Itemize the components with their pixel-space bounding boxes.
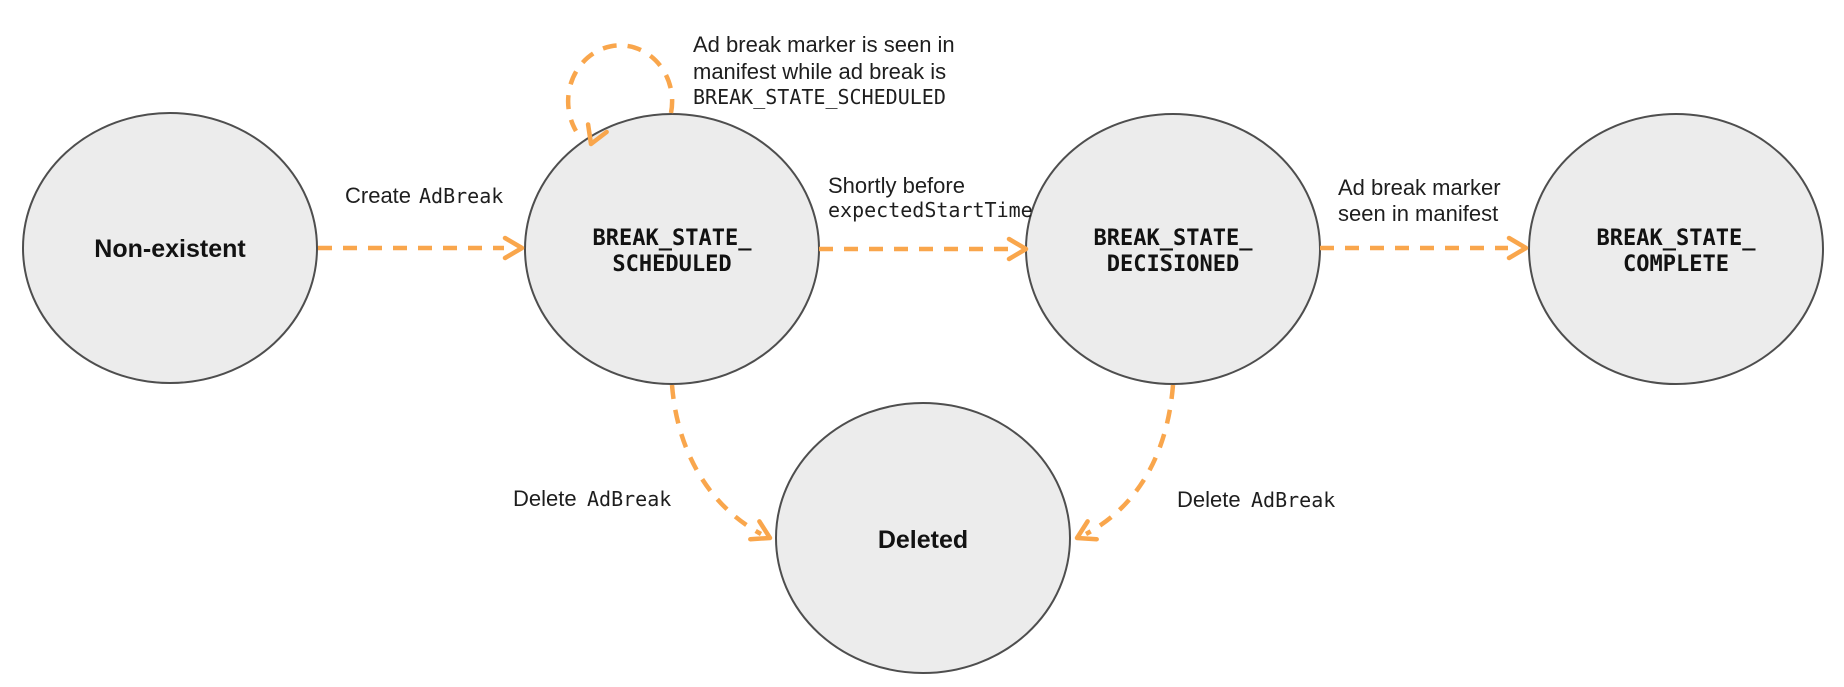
edge-label-line2: seen in manifest [1338, 201, 1498, 226]
edge-label: Create AdBreak [345, 183, 503, 208]
edge-delete-from-decisioned: Delete AdBreak [1074, 384, 1335, 542]
node-break-state-decisioned: BREAK_STATE_ DECISIONED [1025, 113, 1321, 385]
edge-delete-from-scheduled: Delete AdBreak [513, 384, 773, 542]
edge-shortly-before: Shortly before expectedStartTime [819, 173, 1033, 262]
node-circle [1528, 113, 1824, 385]
edge-arc [565, 43, 675, 133]
edge-curve [1084, 384, 1176, 536]
node-label-line1: BREAK_STATE_ [1597, 226, 1757, 251]
node-label: Non-existent [94, 235, 246, 263]
edge-label-line1: Ad break marker [1338, 175, 1501, 200]
node-break-state-complete: BREAK_STATE_ COMPLETE [1528, 113, 1824, 385]
edge-label-line1: Shortly before [828, 173, 965, 198]
node-label-line2: DECISIONED [1107, 252, 1239, 277]
arrowhead-right-icon [502, 235, 525, 261]
node-label: Deleted [878, 526, 968, 554]
node-deleted: Deleted [775, 402, 1071, 674]
node-label-line2: SCHEDULED [612, 252, 731, 277]
edge-note-line1: Ad break marker is seen in [693, 32, 955, 57]
edge-label: Delete AdBreak [1177, 487, 1335, 512]
arrowhead-down-icon [585, 122, 609, 147]
node-label-line2: COMPLETE [1623, 252, 1729, 277]
edge-create-adbreak: Create AdBreak [318, 183, 525, 261]
edge-label: Delete AdBreak [513, 486, 671, 511]
edge-self-loop-scheduled: Ad break marker is seen in manifest whil… [565, 32, 955, 147]
edge-curve [669, 384, 763, 536]
node-non-existent: Non-existent [22, 112, 318, 384]
arrowhead-right-icon [1006, 236, 1029, 262]
edge-marker-seen: Ad break marker seen in manifest [1320, 175, 1529, 261]
arrowhead-left-icon [1074, 519, 1099, 542]
edge-note-line3: BREAK_STATE_SCHEDULED [693, 85, 946, 109]
node-label-line1: BREAK_STATE_ [1094, 226, 1254, 251]
edge-label-line2: expectedStartTime [828, 198, 1033, 222]
node-label-line1: BREAK_STATE_ [593, 226, 753, 251]
arrowhead-right-icon [1506, 235, 1529, 261]
node-circle [775, 402, 1071, 674]
node-break-state-scheduled: BREAK_STATE_ SCHEDULED [524, 113, 820, 385]
edge-note-line2: manifest while ad break is [693, 59, 946, 84]
node-circle [22, 112, 318, 384]
arrowhead-right-icon [748, 519, 773, 542]
